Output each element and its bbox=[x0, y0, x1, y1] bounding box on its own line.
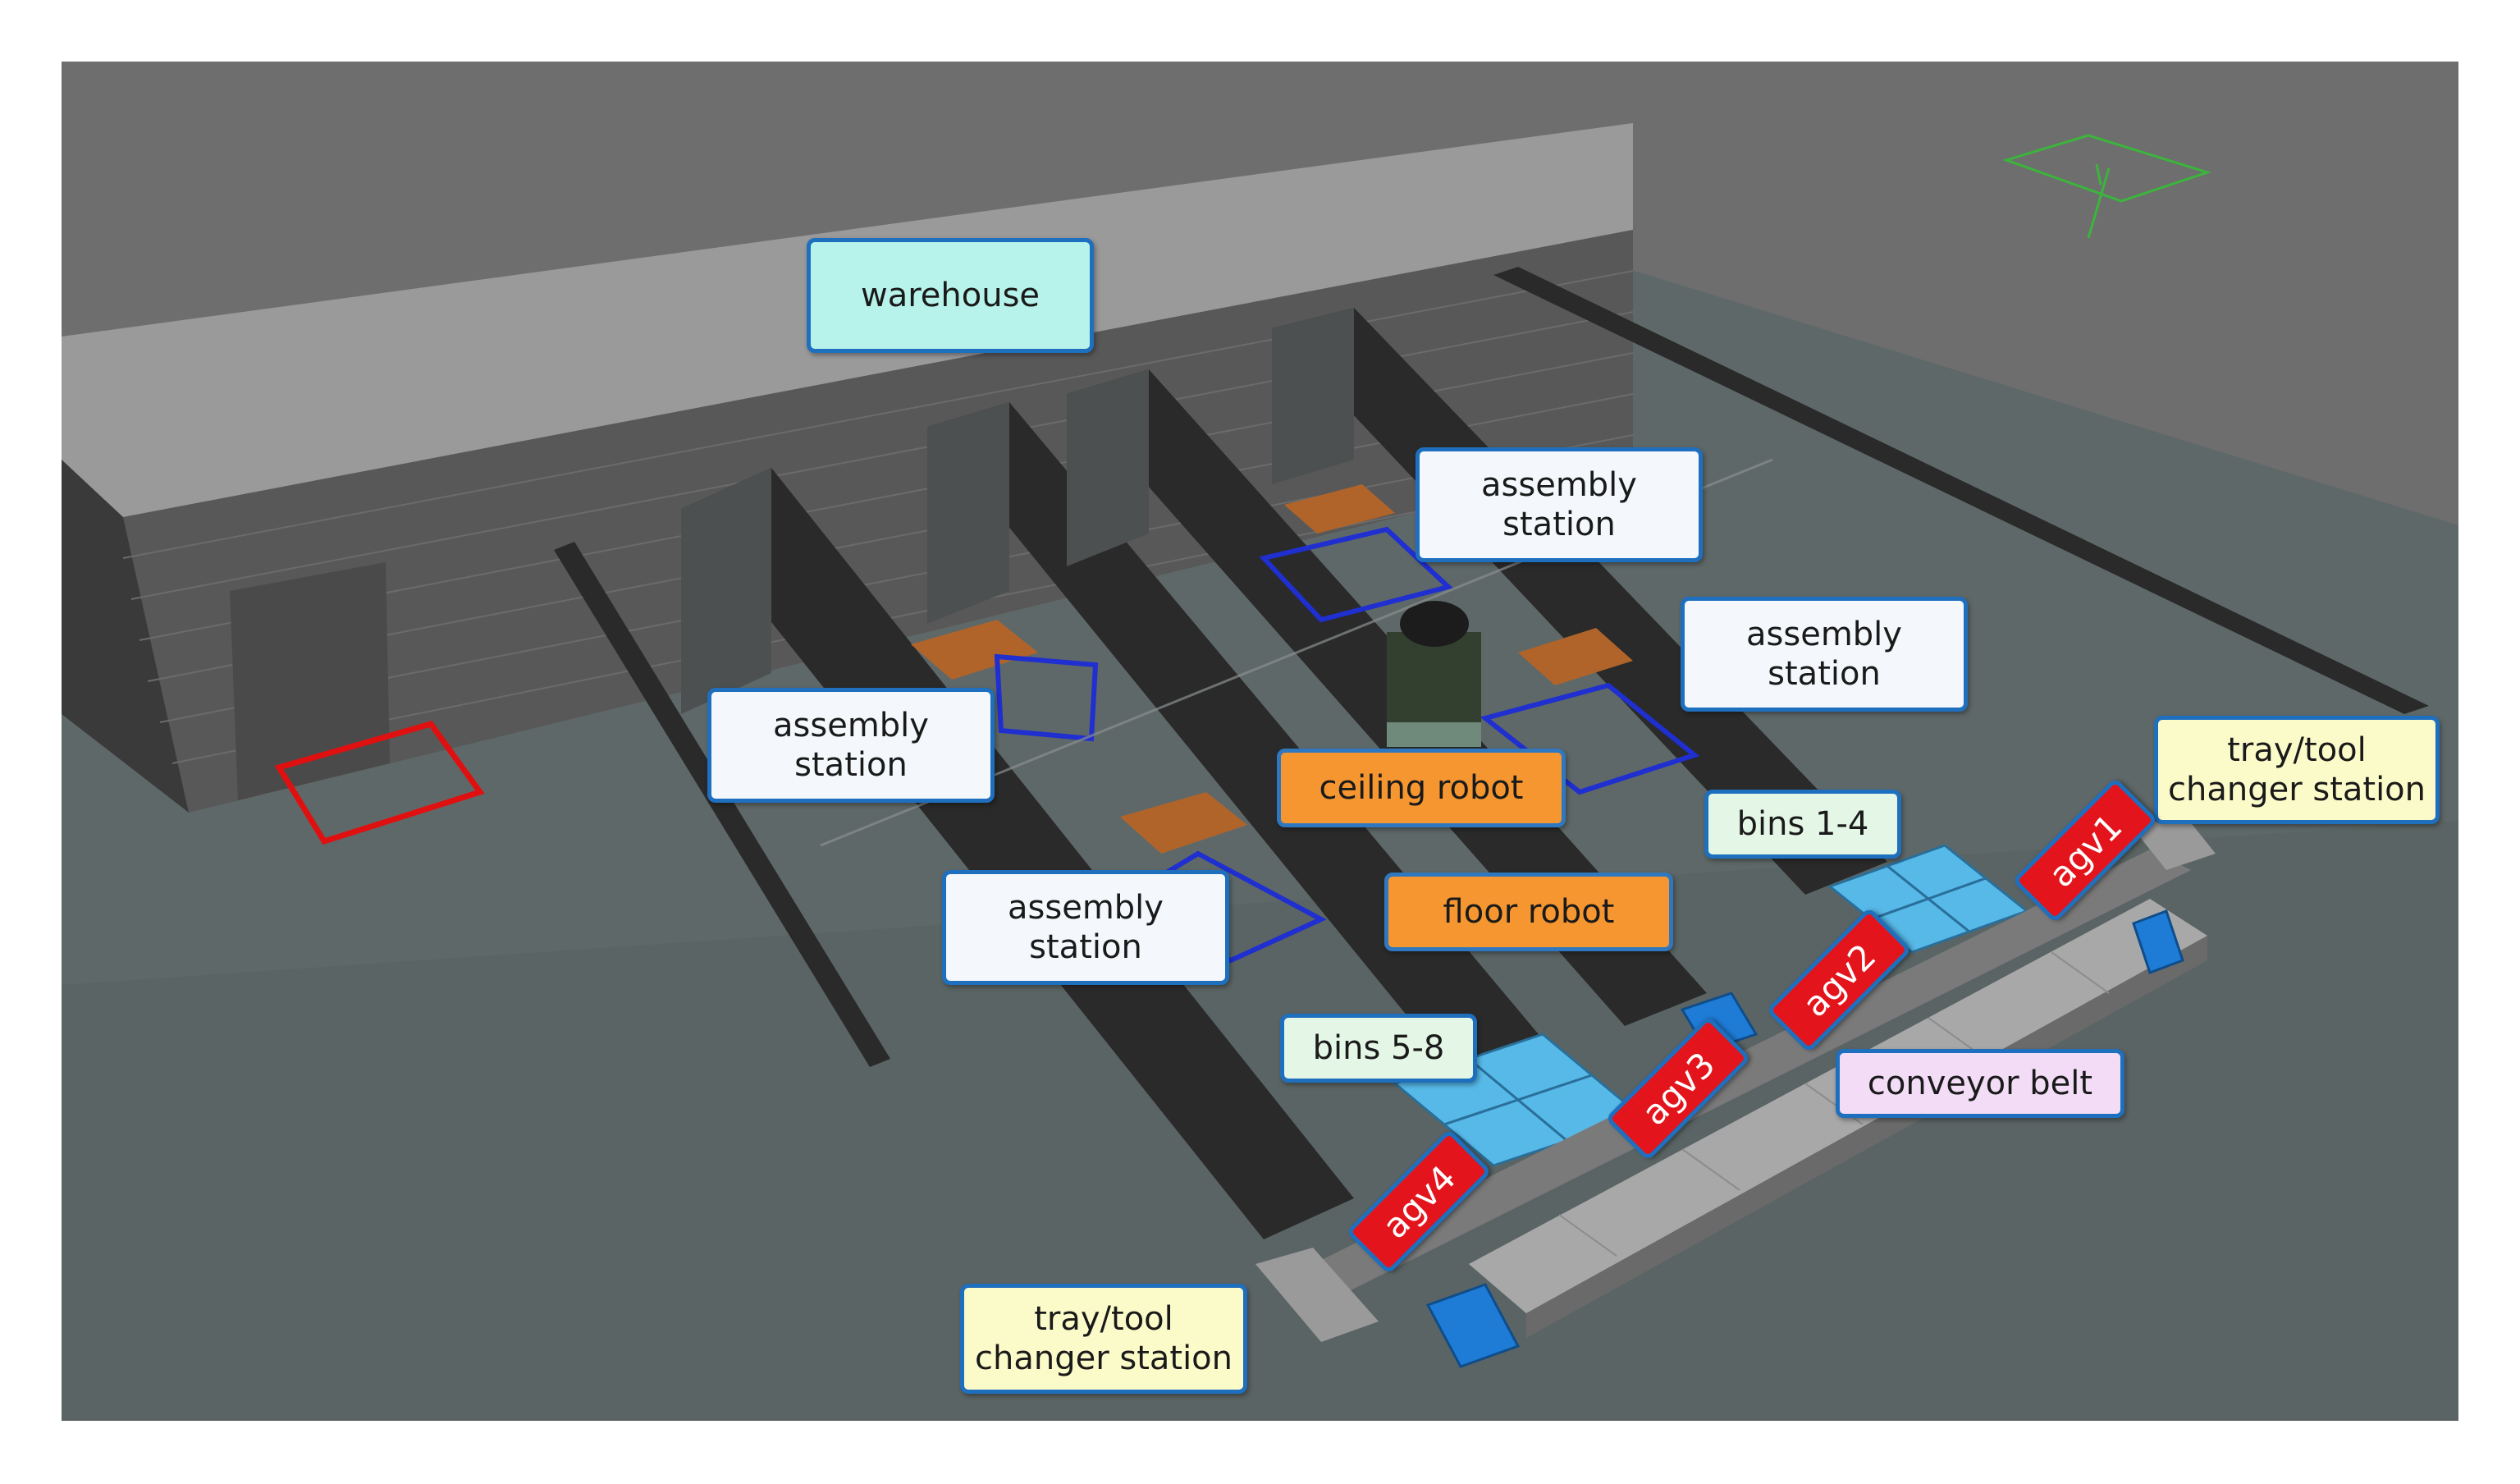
bins-1-4-label: bins 1-4 bbox=[1704, 790, 1901, 859]
floor-robot-label: floor robot bbox=[1384, 873, 1673, 951]
conveyor-belt-label: conveyor belt bbox=[1836, 1049, 2124, 1118]
assembly-station-label-3: assembly station bbox=[707, 688, 995, 803]
assembly-table-1 bbox=[911, 620, 1099, 742]
blue-bin-bottom bbox=[1425, 1283, 1521, 1368]
assembly-station-label-2: assembly station bbox=[1681, 597, 1968, 712]
warehouse-wall-side bbox=[62, 460, 189, 813]
warehouse-wall bbox=[123, 230, 1633, 813]
warehouse-label: warehouse bbox=[807, 238, 1094, 353]
agv-rail bbox=[1280, 850, 2191, 1305]
ceiling-robot-model bbox=[1387, 601, 1481, 747]
blue-bin-top bbox=[2132, 909, 2184, 974]
scene-viewport bbox=[62, 62, 2458, 1421]
origin-marker bbox=[2002, 134, 2211, 239]
warehouse-doorway bbox=[230, 562, 390, 800]
tray-changer-top-model bbox=[2134, 813, 2216, 870]
assembly-station-label-4: assembly station bbox=[942, 870, 1229, 985]
wall-panels bbox=[681, 308, 1354, 714]
ceiling-robot-label: ceiling robot bbox=[1277, 749, 1566, 827]
tray-changer-bottom-model bbox=[1255, 1248, 1379, 1342]
warehouse-door-marker bbox=[274, 720, 485, 845]
assembly-table-2 bbox=[1259, 484, 1454, 623]
tray-tool-changer-station-label-bottom: tray/tool changer station bbox=[960, 1284, 1247, 1394]
assembly-station-label-1: assembly station bbox=[1415, 447, 1703, 562]
bins-5-8-label: bins 5-8 bbox=[1280, 1014, 1477, 1083]
tray-tool-changer-station-label-top: tray/tool changer station bbox=[2154, 716, 2440, 824]
bins-1-4-model bbox=[1827, 844, 2030, 954]
